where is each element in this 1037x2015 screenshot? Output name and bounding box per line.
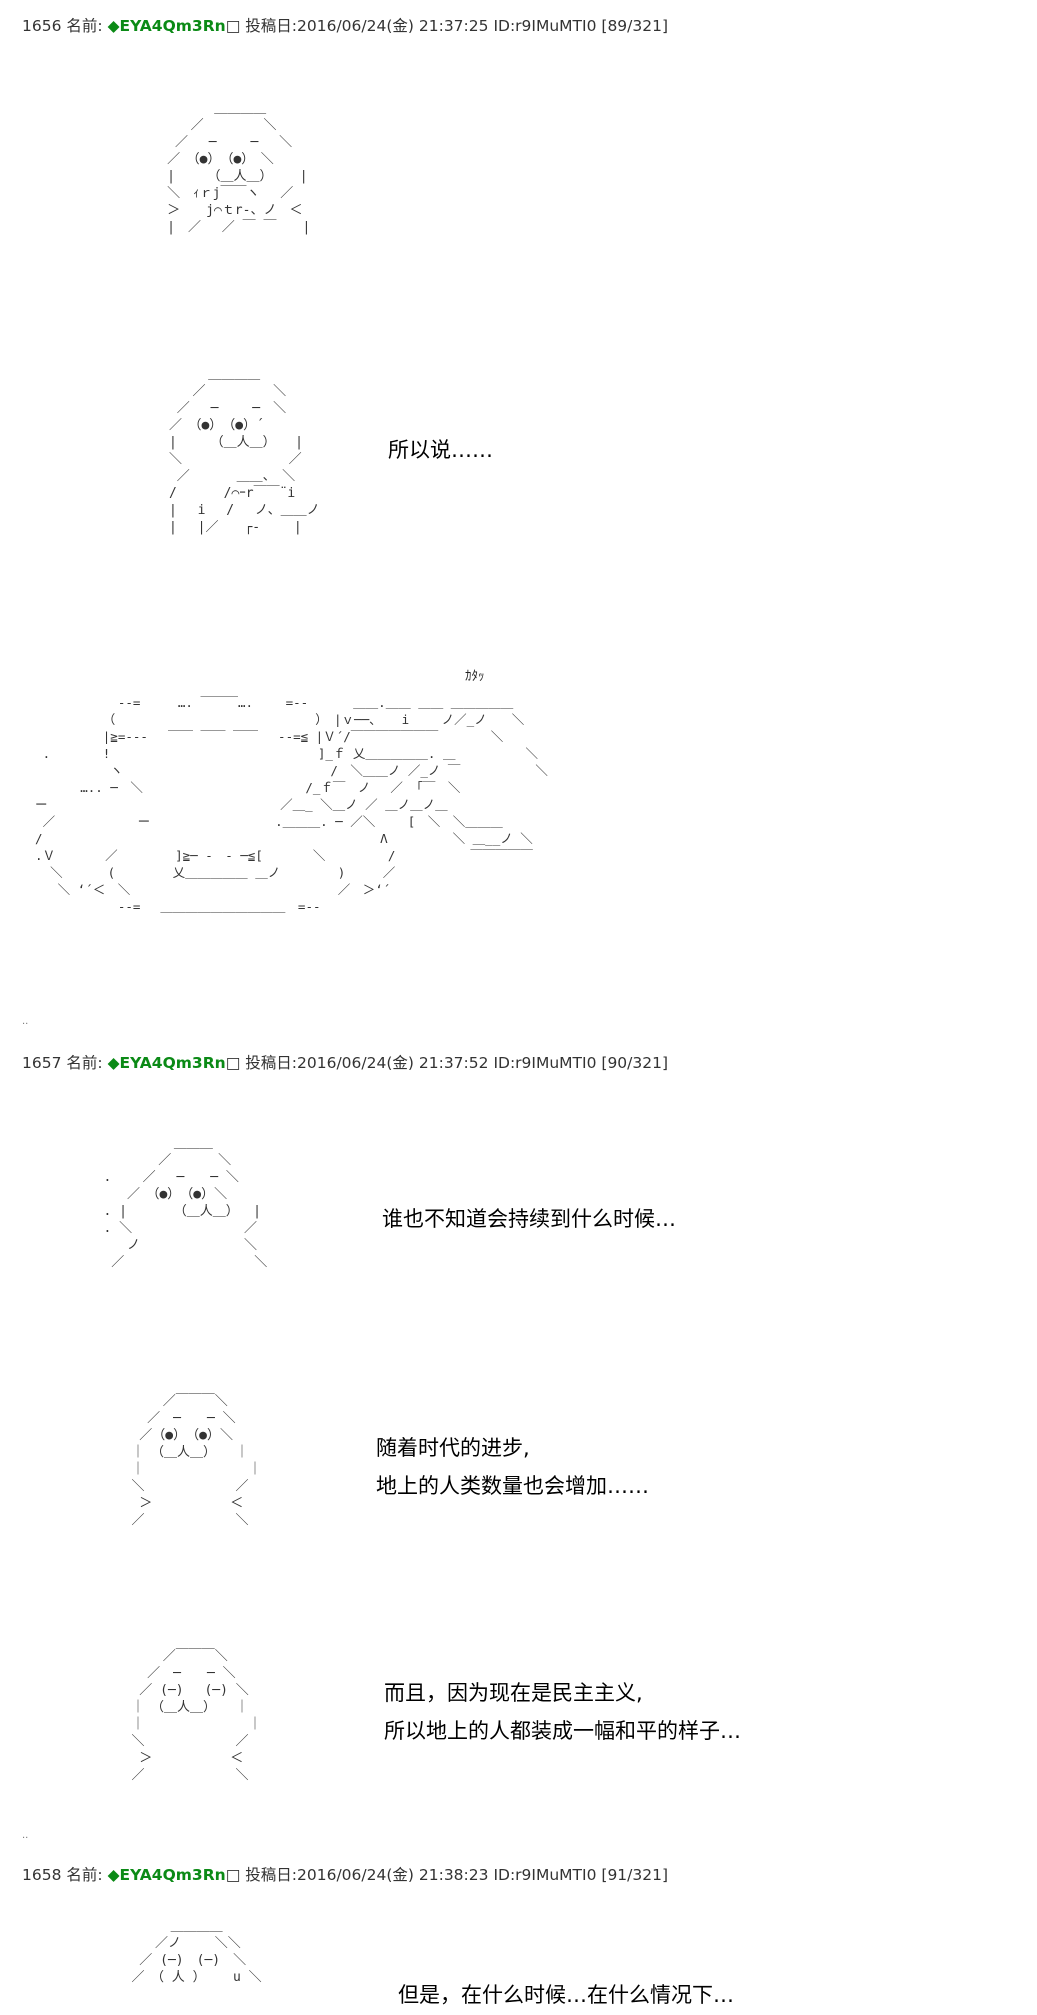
post-datetime: 2016/06/24(金) 21:37:25 (297, 17, 489, 35)
box-glyph: □ (225, 1054, 241, 1072)
poster-trip: ◆EYA4Qm3Rn (107, 1054, 226, 1072)
ascii-art-character: ＿＿＿＿ ／ ＼ ／ ─ ─ ＼ ／ （●） （●）´ | （＿人＿） | ＼ … (168, 367, 320, 535)
ascii-art-character: ＿＿＿＿ ／ノ ＼＼ ／ (─) (─) ＼ ／ （ 人 ） u ＼ (131, 1919, 262, 1985)
post-header-1656: 1656 名前: ◆EYA4Qm3Rn□ 投稿日:2016/06/24(金) 2… (22, 14, 669, 35)
date-label: 投稿日: (245, 1866, 298, 1884)
post-number: 1657 (22, 1054, 62, 1072)
post-number: 1658 (22, 1866, 62, 1884)
ascii-art-character: ＿＿＿＿ ／ ＼ ／ ─ ─ ＼ ／ （●） （●） ＼ | （＿人＿） | ＼… (167, 101, 311, 235)
date-label: 投稿日: (245, 1054, 298, 1072)
poster-trip: ◆EYA4Qm3Rn (107, 1866, 226, 1884)
name-label: 名前: (66, 1054, 103, 1072)
ellipsis-mark: .. (22, 1830, 29, 1841)
dialogue-line: 但是，在什么时候…在什么情况下… (398, 1983, 734, 2007)
post-id: ID:r9IMuMTI0 (493, 1054, 597, 1072)
poster-trip: ◆EYA4Qm3Rn (107, 17, 226, 35)
box-glyph: □ (225, 17, 241, 35)
post-header-1658: 1658 名前: ◆EYA4Qm3Rn□ 投稿日:2016/06/24(金) 2… (22, 1863, 669, 1884)
dialogue-line: 随着时代的进步, (376, 1436, 530, 1460)
post-datetime: 2016/06/24(金) 21:37:52 (297, 1054, 489, 1072)
post-counter: [90/321] (601, 1054, 669, 1072)
name-label: 名前: (66, 1866, 103, 1884)
post-datetime: 2016/06/24(金) 21:38:23 (297, 1866, 489, 1884)
name-label: 名前: (66, 17, 103, 35)
dialogue-line: 地上的人类数量也会增加…… (376, 1474, 649, 1498)
dialogue-line: 而且，因为现在是民主主义, (384, 1681, 643, 1705)
date-label: 投稿日: (245, 17, 298, 35)
ascii-art-cup-scene: ‐-= …. ￣￣￣…. =‐- ＿＿.＿＿ ＿＿ ＿＿＿＿＿ （ ） |ｖ──… (35, 695, 548, 914)
post-id: ID:r9IMuMTI0 (493, 17, 597, 35)
post-counter: [91/321] (601, 1866, 669, 1884)
post-id: ID:r9IMuMTI0 (493, 1866, 597, 1884)
post-number: 1656 (22, 17, 62, 35)
box-glyph: □ (225, 1866, 241, 1884)
dialogue-line: 所以地上的人都装成一幅和平的样子… (384, 1719, 741, 1743)
ascii-art-character: ／￣￣￣＼ ／ ─ ─ ＼ ／（●） （●）＼ ｜ （＿人＿） ｜ ｜ ｜ ＼ … (131, 1394, 262, 1528)
ascii-art-character: ／￣￣￣＼ ／ ─ ─ ＼ ／ (─) (─) ＼ ｜ （＿人＿） ｜ ｜ ｜ … (131, 1649, 262, 1783)
dialogue-line: 所以说…… (388, 438, 493, 462)
post-header-1657: 1657 名前: ◆EYA4Qm3Rn□ 投稿日:2016/06/24(金) 2… (22, 1051, 669, 1072)
dialogue-line: 谁也不知道会持续到什么时候… (382, 1207, 676, 1231)
ascii-art-character: ＿＿＿ ／ ＼ . ／ ─ ─ ＼ ／ （●） （●）＼ . | （＿人＿） |… (103, 1136, 268, 1270)
sound-effect-label: ｶﾀｯ (465, 669, 485, 684)
post-counter: [89/321] (601, 17, 669, 35)
ellipsis-mark: .. (22, 1016, 29, 1027)
